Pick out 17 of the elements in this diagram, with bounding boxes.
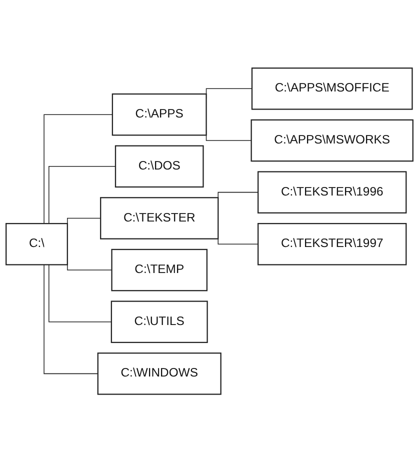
connector (44, 114, 113, 224)
node-box: C:\TEMP (111, 249, 208, 292)
node-box: C:\APPS\MSWORKS (250, 120, 414, 162)
node-box: C:\UTILS (110, 301, 208, 344)
node-box: C:\APPS (112, 94, 207, 136)
node-box: C:\DOS (114, 146, 204, 188)
node-box: C:\TEKSTER (100, 197, 219, 240)
node-box: C:\ (6, 223, 68, 266)
node-box: C:\APPS\MSOFFICE (251, 68, 413, 110)
connector (48, 166, 116, 224)
node-box: C:\TEKSTER\1996 (258, 171, 407, 214)
connector (218, 238, 258, 245)
connector (218, 192, 258, 200)
node-box: C:\WINDOWS (97, 352, 222, 396)
connector (48, 264, 112, 323)
connector (44, 264, 98, 374)
node-box: C:\TEKSTER\1997 (258, 223, 407, 266)
